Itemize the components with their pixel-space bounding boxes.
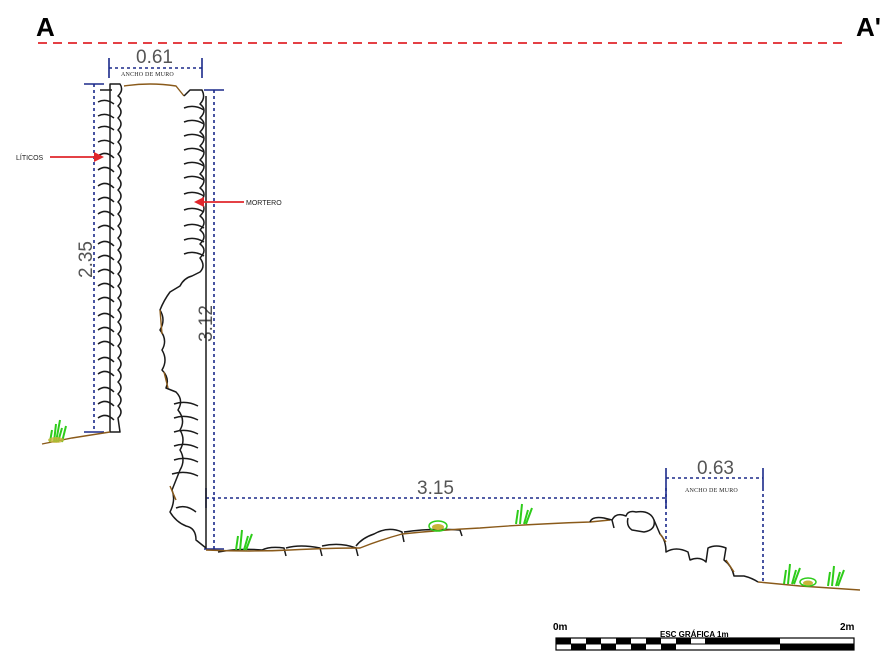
left-vegetation-icon [48,419,67,443]
right-vegetation-icon-2 [827,565,845,587]
right-shrub-icon [799,577,817,587]
wall2-width-note: ANCHO DE MURO [685,488,738,494]
liticos-label: LÍTICOS [16,153,44,162]
wall1-inner-stones [171,105,205,513]
scale-end-label: 2m [840,622,855,633]
wall1-outer-stones [97,89,115,421]
floor-length-dimension: 3.15 [205,478,667,508]
floor-length-value: 3.15 [417,478,454,499]
wall1-outer-face [109,83,123,433]
scale-start-label: 0m [553,622,568,633]
floor-right-stones [589,510,656,533]
right-ground [757,581,861,591]
right-vegetation-icon-1 [783,563,801,585]
scale-title: ESC GRÁFICA 1m [660,630,729,639]
floor-stones [217,528,463,557]
wall1-width-note: ANCHO DE MURO [121,72,174,78]
graphic-scale-bar: 0m ESC GRÁFICA 1m 2m [553,622,855,651]
mortero-arrow: MORTERO [194,197,282,207]
floor-ground-line [205,519,611,552]
wall2-width-value: 0.63 [697,458,734,479]
liticos-arrow: LÍTICOS [16,152,104,162]
mortero-label: MORTERO [246,200,282,207]
wall1-inner-mortar [159,309,177,501]
wall1-outer-height-dimension: 2.35 [76,83,104,433]
wall1-top-mortar [123,83,185,97]
floor-shrub-icon [428,520,448,532]
wall1-width-value: 0.61 [136,47,173,68]
section-label-start: A [36,12,55,42]
wall1-outer-height-value: 2.35 [76,241,97,278]
section-label-end: A' [856,12,881,42]
floor-vegetation-icon-2 [515,503,533,525]
floor-vegetation-icon-1 [235,529,253,551]
wall1-width-dimension: 0.61 ANCHO DE MURO [108,47,203,78]
wall2-mortar [659,533,735,573]
wall2-width-dimension: 0.63 ANCHO DE MURO [665,458,764,582]
wall2-stones [653,519,759,583]
